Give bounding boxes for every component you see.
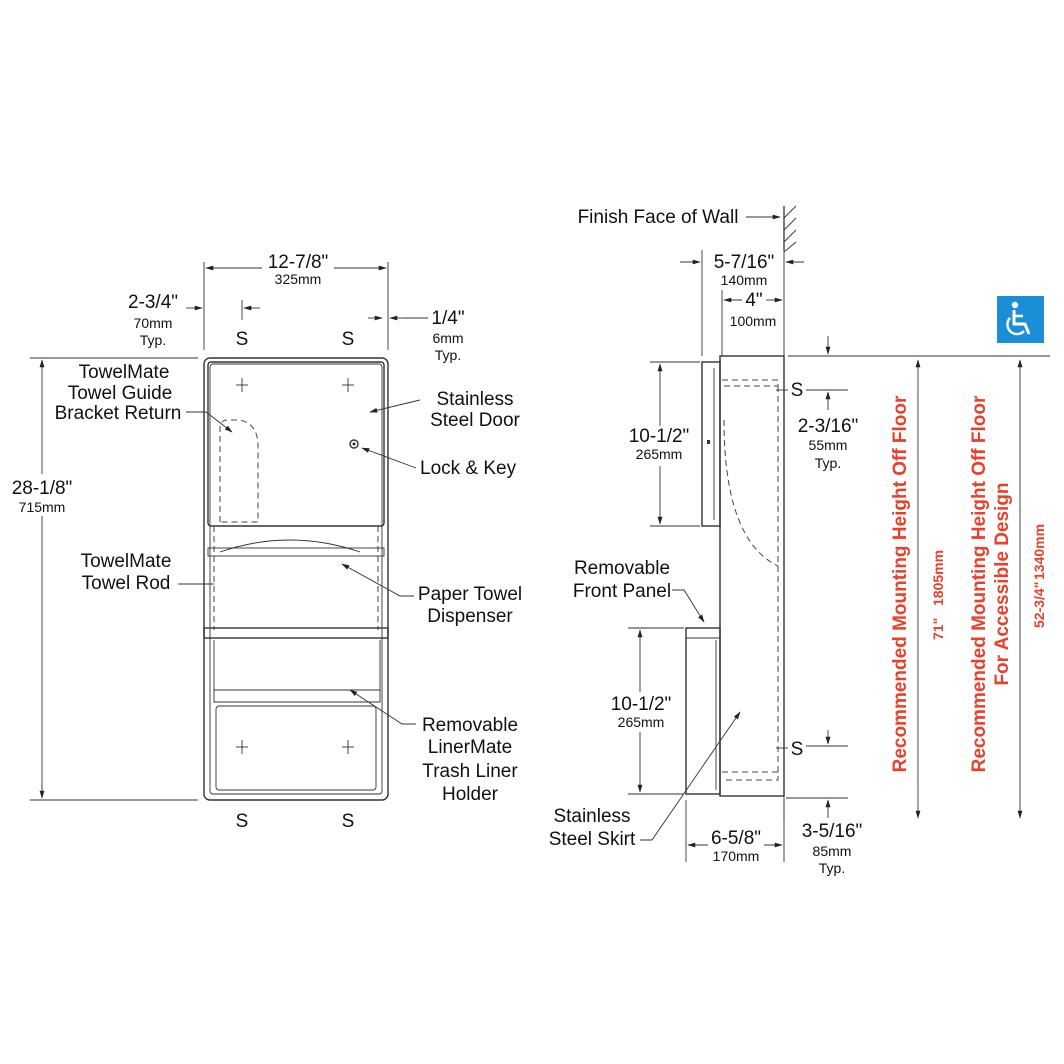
towel-rod	[207, 547, 385, 557]
liner-label-3: Trash Liner	[422, 761, 518, 782]
screw-label: S	[236, 811, 249, 832]
door-label-2: Steel Door	[430, 410, 520, 431]
upper-height-inches: 10-1/2"	[629, 426, 690, 447]
towel-guide-bracket	[219, 419, 259, 523]
dispenser-leader	[341, 563, 414, 597]
wheelchair-accessibility-icon	[997, 296, 1044, 343]
accessible-height-title-1: Recommended Mounting Height Off Floor	[969, 395, 990, 772]
towel-guide-label-3: Bracket Return	[55, 403, 182, 424]
liner-holder-top	[203, 627, 389, 639]
mounting-heights: 71" 1805mm Recommended Mounting Height O…	[788, 296, 1050, 819]
standard-height-title: Recommended Mounting Height Off Floor	[890, 395, 911, 772]
height-mm: 715mm	[19, 499, 66, 515]
skirt-depth-inches: 6-5/8"	[711, 828, 761, 849]
skirt-leader	[640, 711, 741, 841]
side-bracket-curve	[723, 419, 779, 567]
screw-top-inches: 2-3/16"	[798, 416, 859, 437]
width-mm: 325mm	[275, 271, 322, 287]
lower-height-inches: 10-1/2"	[611, 694, 672, 715]
lock-label: Lock & Key	[420, 458, 517, 479]
lower-height-mm: 265mm	[618, 714, 665, 730]
door-label-1: Stainless	[436, 389, 513, 410]
lock-icon	[349, 439, 359, 449]
towel-rod-label-1: TowelMate	[81, 551, 172, 572]
screw-bottom-inches: 3-5/16"	[802, 821, 863, 842]
depth-mm: 140mm	[721, 272, 768, 288]
liner-label-4: Holder	[442, 784, 499, 805]
screw-label: S	[791, 380, 804, 401]
skirt-depth-mm: 170mm	[713, 848, 760, 864]
screw-bottom-typ: Typ.	[819, 860, 845, 876]
standard-height-mm: 1805mm	[930, 550, 946, 606]
front-panel-label-2: Front Panel	[573, 581, 671, 602]
wall-label: Finish Face of Wall	[578, 207, 739, 228]
skirt-label-1: Stainless	[553, 806, 630, 827]
accessible-height-mm: 1340mm	[1031, 524, 1047, 580]
right-offset-inches: 1/4"	[431, 308, 464, 329]
left-offset-mm: 70mm	[134, 315, 173, 331]
stainless-door	[207, 361, 385, 527]
left-offset-typ: Typ.	[140, 332, 166, 348]
screw-label: S	[791, 739, 804, 760]
depth-inches: 5-7/16"	[714, 252, 775, 273]
accessible-height-title-2: For Accessible Design	[992, 482, 1013, 685]
dispenser-label-1: Paper Towel	[418, 584, 522, 605]
towel-guide-label-1: TowelMate	[79, 362, 170, 383]
towel-guide-leader	[186, 411, 233, 433]
skirt-label-2: Steel Skirt	[549, 829, 636, 850]
stainless-skirt	[685, 627, 721, 795]
screw-label: S	[342, 811, 355, 832]
dispenser-label-2: Dispenser	[427, 606, 513, 627]
screw-top-typ: Typ.	[815, 455, 841, 471]
right-offset-mm: 6mm	[432, 330, 463, 346]
width-inches: 12-7/8"	[268, 252, 329, 273]
height-inches: 28-1/8"	[12, 478, 73, 499]
front-cabinet-inner	[209, 363, 383, 795]
accessible-height-inches: 52-3/4"	[1031, 582, 1047, 628]
screw-bottom-mm: 85mm	[813, 843, 852, 859]
screw-label: S	[342, 329, 355, 350]
standard-height-inches: 71"	[930, 618, 946, 640]
lock-leader	[361, 447, 417, 469]
side-cabinet-body	[719, 355, 785, 797]
screw-top-mm: 55mm	[809, 437, 848, 453]
side-view: Finish Face of Wall 5-7/16" 140mm 4" 100…	[549, 205, 863, 876]
front-panel-leader	[672, 589, 705, 623]
front-panel-label-1: Removable	[574, 558, 670, 579]
recess-inches: 4"	[745, 290, 762, 311]
front-view: S S S S 12-7/8" 325mm 2-3/4" 70mm Typ. 1…	[6, 252, 522, 832]
door-leader	[369, 399, 421, 413]
towel-guide-label-2: Towel Guide	[68, 383, 173, 404]
liner-label-2: LinerMate	[428, 737, 513, 758]
towel-rod-label-2: Towel Rod	[82, 573, 171, 594]
right-offset-typ: Typ.	[435, 347, 461, 363]
upper-height-mm: 265mm	[636, 446, 683, 462]
recess-mm: 100mm	[730, 313, 777, 329]
left-offset-inches: 2-3/4"	[128, 292, 178, 313]
side-door-projection	[701, 361, 721, 527]
front-cabinet-outline	[203, 357, 389, 801]
liner-label-1: Removable	[422, 715, 518, 736]
liner-leader	[349, 689, 416, 725]
trash-liner-holder	[215, 705, 377, 791]
screw-label: S	[236, 329, 249, 350]
